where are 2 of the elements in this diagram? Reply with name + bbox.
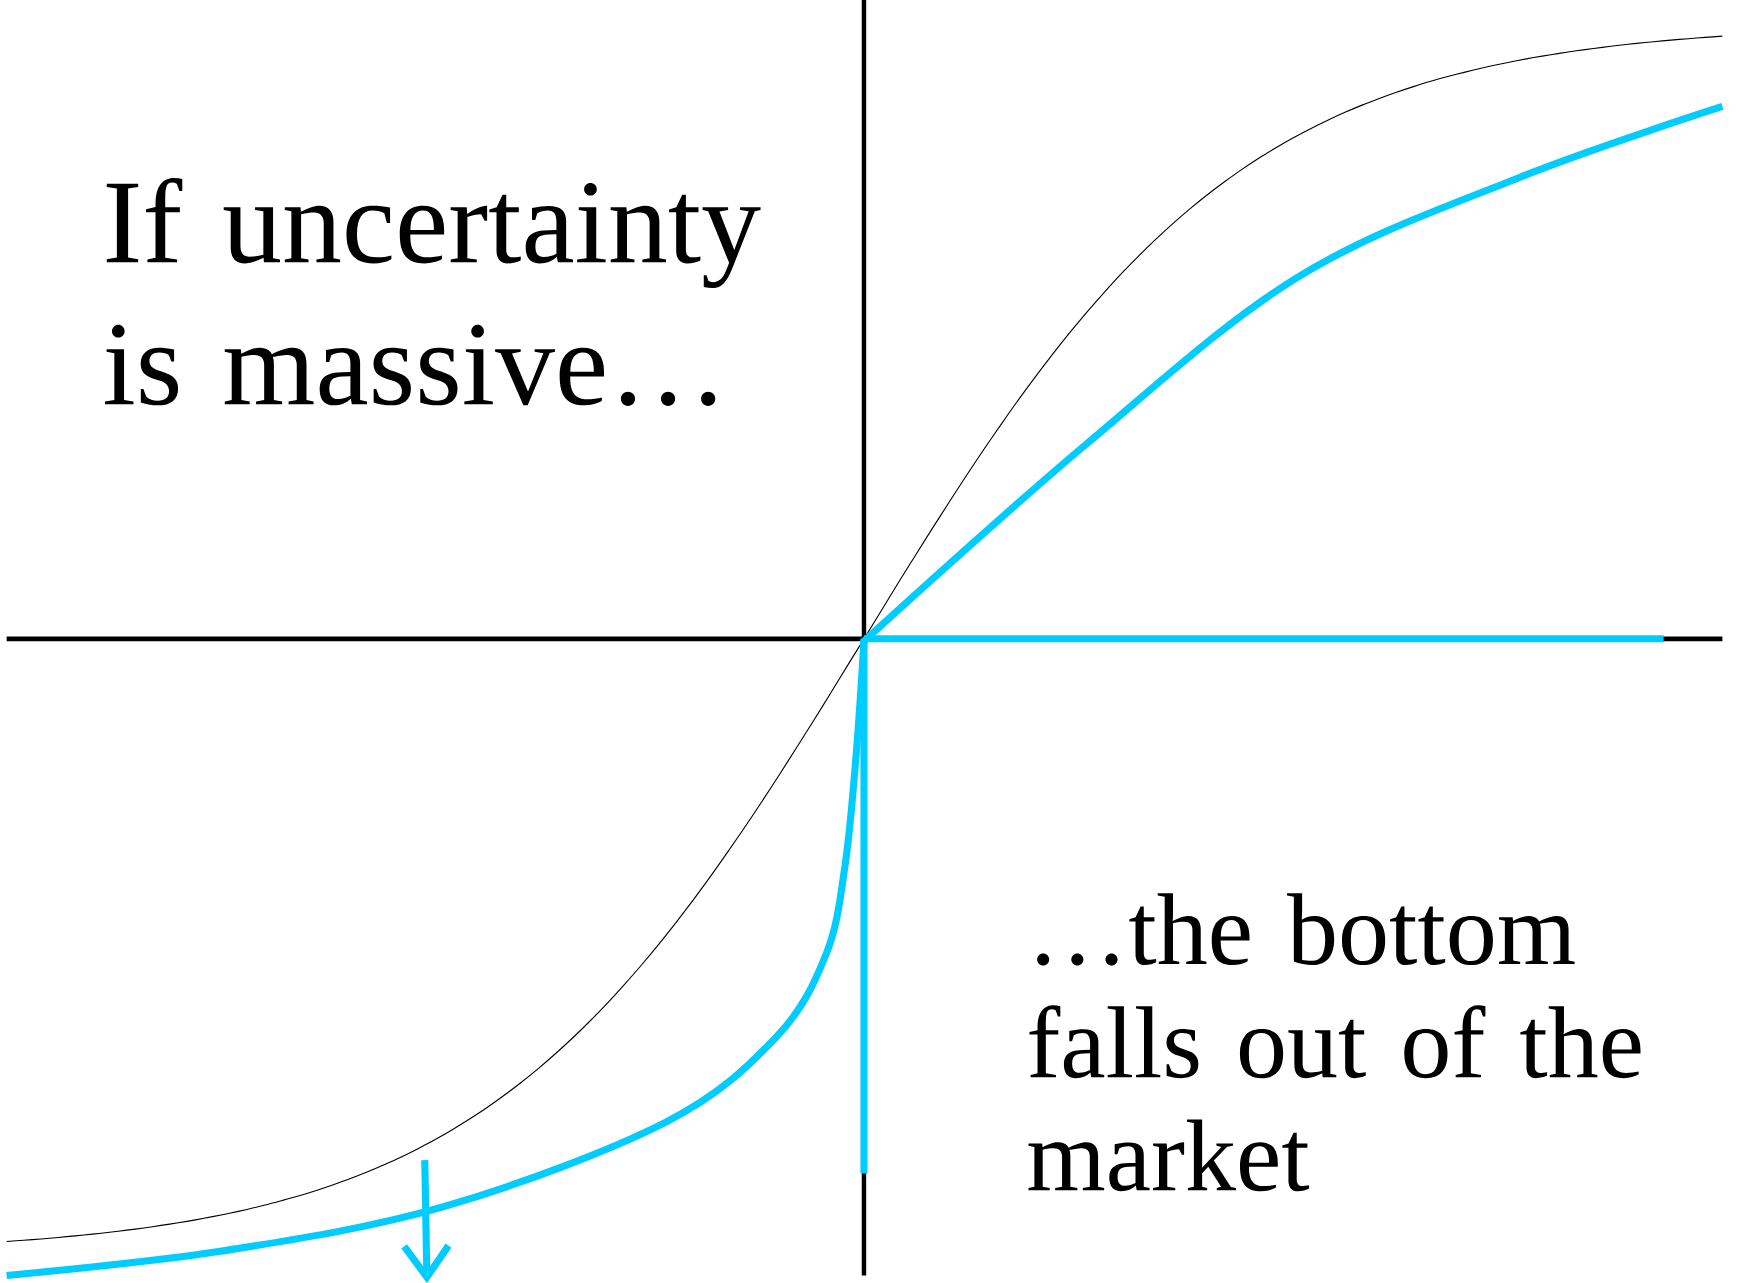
annotation-text: If uncertainty is massive… [105,177,761,406]
annotation-text: …the bottom falls out of the market [1028,893,1641,1192]
